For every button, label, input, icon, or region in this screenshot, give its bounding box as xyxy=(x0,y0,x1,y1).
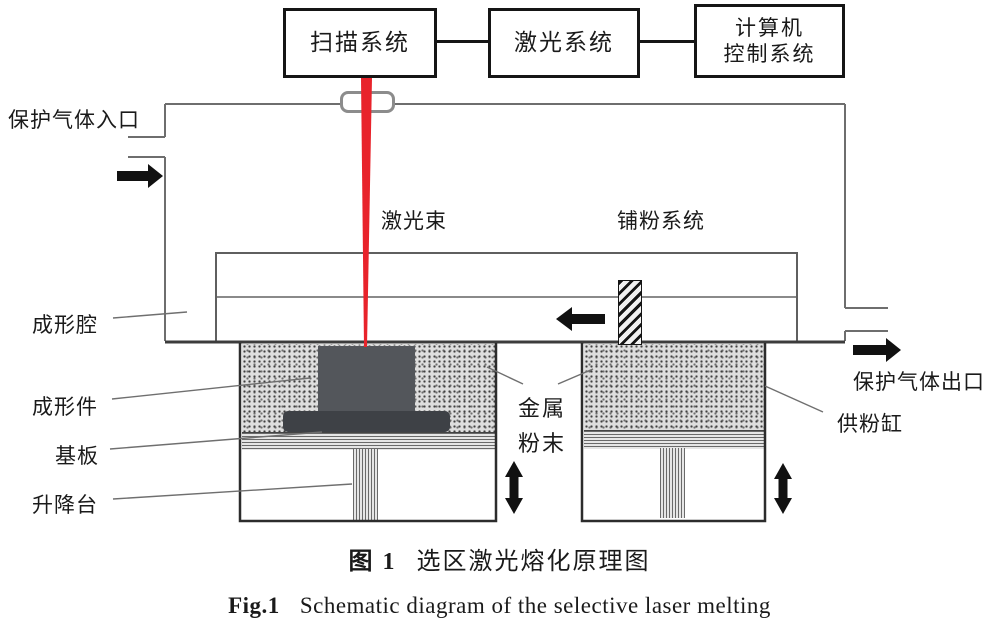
computer-control-system-box: 计算机 控制系统 xyxy=(694,4,845,78)
scan-system-label: 扫描系统 xyxy=(310,30,410,55)
base-plate-block xyxy=(283,411,450,432)
laser-system-box: 激光系统 xyxy=(488,8,640,78)
gas-inlet-duct xyxy=(128,136,165,158)
metal-powder-label-line2: 粉末 xyxy=(517,431,566,456)
gas-outlet-duct xyxy=(845,307,888,332)
gas-inlet-label: 保护气体入口 xyxy=(8,108,140,132)
build-piston-shaft xyxy=(353,449,378,520)
forming-chamber-leader xyxy=(112,311,188,319)
supply-cylinder-leader xyxy=(764,385,824,413)
scan-system-box: 扫描系统 xyxy=(283,8,437,78)
caption-zh-number: 图 1 xyxy=(348,549,397,575)
caption-english: Fig.1 Schematic diagram of the selective … xyxy=(0,593,999,619)
computer-control-label-line2: 控制系统 xyxy=(723,42,816,66)
recoater-housing xyxy=(215,252,798,343)
gas-inlet-arrow-icon xyxy=(117,164,163,188)
scan-laser-connector xyxy=(437,40,488,43)
metal-powder-label: 金属 粉末 xyxy=(513,391,571,461)
laser-system-label: 激光系统 xyxy=(514,30,614,55)
formed-part-block xyxy=(318,346,415,413)
laser-beam-label: 激光束 xyxy=(381,209,447,233)
laser-computer-connector xyxy=(640,40,694,43)
recoater-blade xyxy=(618,280,642,345)
formed-part-label: 成形件 xyxy=(32,395,98,419)
supply-powder-bed xyxy=(584,344,764,431)
supply-cylinder-label: 供粉缸 xyxy=(837,412,903,436)
build-lifting-platform xyxy=(242,432,495,450)
powder-spreading-label: 铺粉系统 xyxy=(617,209,705,233)
supply-lifting-platform xyxy=(584,430,764,449)
supply-piston-updown-arrow-icon xyxy=(774,463,792,514)
forming-chamber-label: 成形腔 xyxy=(32,313,98,337)
build-piston-updown-arrow-icon xyxy=(505,461,523,514)
base-plate-label: 基板 xyxy=(55,444,99,468)
supply-piston-shaft xyxy=(660,448,685,518)
caption-en-text: Schematic diagram of the selective laser… xyxy=(299,593,771,618)
caption-chinese: 图 1 选区激光熔化原理图 xyxy=(0,541,999,576)
gas-outlet-arrow-icon xyxy=(853,338,901,362)
caption-en-number: Fig.1 xyxy=(228,593,280,618)
caption-zh-text: 选区激光熔化原理图 xyxy=(416,549,651,575)
laser-window xyxy=(340,91,395,113)
metal-powder-label-line1: 金属 xyxy=(517,396,566,421)
lifting-platform-label: 升降台 xyxy=(32,493,98,517)
lifting-platform-leader xyxy=(112,483,353,500)
computer-control-label-line1: 计算机 xyxy=(735,16,804,40)
gas-outlet-label: 保护气体出口 xyxy=(853,370,985,394)
